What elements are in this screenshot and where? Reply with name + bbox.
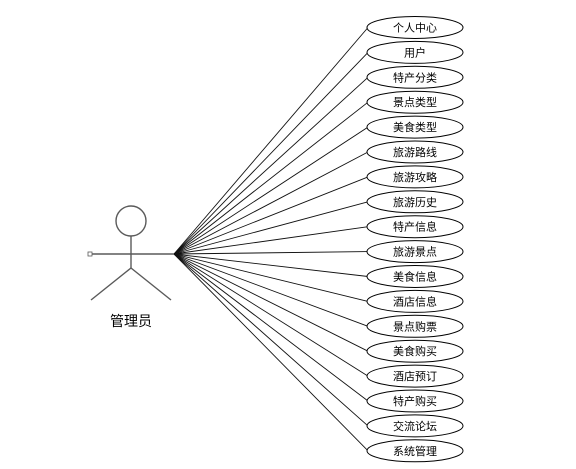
- use-case-ellipse: [366, 439, 464, 463]
- use-case-label: 旅游攻略: [393, 170, 437, 184]
- association-line: [173, 52, 369, 255]
- use-case-ellipse: [366, 364, 464, 388]
- association-line: [173, 176, 369, 255]
- use-case-label: 交流论坛: [393, 419, 437, 433]
- use-case-ellipse: [366, 215, 464, 239]
- association-line: [173, 253, 369, 302]
- association-line: [173, 201, 369, 255]
- use-case: 特产分类: [366, 65, 464, 89]
- use-case-label: 旅游历史: [393, 195, 437, 209]
- actor-admin: 管理员: [87, 205, 174, 330]
- association-line: [173, 253, 369, 402]
- association-line: [173, 253, 369, 452]
- use-case: 景点类型: [366, 90, 464, 114]
- use-case: 旅游路线: [366, 140, 464, 164]
- use-case-ellipse: [366, 40, 464, 64]
- use-case: 个人中心: [366, 16, 464, 39]
- use-case-label: 美食类型: [393, 120, 437, 134]
- association-line: [173, 76, 369, 255]
- use-case-ellipse: [366, 115, 464, 139]
- use-case-label: 酒店预订: [393, 369, 437, 383]
- use-case-label: 酒店信息: [393, 294, 437, 308]
- use-case-label: 个人中心: [393, 22, 437, 35]
- actor-connector-handle: [87, 251, 93, 257]
- use-case-ellipse: [366, 240, 464, 264]
- use-case-ellipse: [366, 140, 464, 164]
- use-case-label: 旅游路线: [393, 145, 437, 159]
- use-case-label: 景点购票: [393, 319, 437, 333]
- use-cases: 个人中心用户特产分类景点类型美食类型旅游路线旅游攻略旅游历史特产信息旅游景点美食…: [366, 16, 464, 463]
- use-case: 酒店信息: [366, 289, 464, 313]
- use-case-label: 系统管理: [393, 444, 437, 458]
- use-case-label: 用户: [404, 45, 426, 59]
- association-line: [173, 226, 369, 255]
- use-case-ellipse: [366, 314, 464, 338]
- use-case-ellipse: [366, 339, 464, 363]
- use-case-ellipse: [366, 389, 464, 413]
- use-case-label: 景点类型: [393, 95, 437, 109]
- use-case: 美食信息: [366, 265, 464, 288]
- use-case: 交流论坛: [366, 414, 464, 438]
- use-case: 特产购买: [366, 389, 464, 413]
- use-case-ellipse: [366, 65, 464, 89]
- association-line: [173, 27, 369, 255]
- use-case-ellipse: [366, 289, 464, 313]
- use-case: 用户: [366, 40, 464, 64]
- use-case-label: 旅游景点: [393, 245, 437, 259]
- use-case-ellipse: [366, 190, 464, 214]
- association-line: [173, 253, 369, 352]
- use-case-label: 特产信息: [393, 220, 437, 234]
- use-case: 系统管理: [366, 439, 464, 463]
- use-case: 景点购票: [366, 314, 464, 338]
- use-case-label: 特产购买: [393, 394, 437, 408]
- use-case-label: 美食信息: [393, 270, 437, 284]
- association-line: [173, 253, 369, 427]
- use-case-ellipse: [366, 165, 464, 189]
- use-case: 旅游历史: [366, 190, 464, 214]
- use-case: 酒店预订: [366, 364, 464, 388]
- actor-label: 管理员: [110, 314, 152, 330]
- use-case-ellipse: [366, 90, 464, 114]
- use-case: 美食购买: [366, 339, 464, 363]
- use-case: 美食类型: [366, 115, 464, 139]
- use-case-label: 美食购买: [393, 344, 437, 358]
- association-line: [173, 253, 369, 377]
- association-line: [173, 151, 369, 255]
- use-case-ellipse: [366, 265, 464, 288]
- association-line: [173, 253, 369, 327]
- association-lines: [173, 27, 369, 452]
- association-line: [173, 253, 369, 277]
- use-case-ellipse: [366, 16, 464, 39]
- use-case-label: 特产分类: [393, 70, 437, 84]
- association-line: [173, 251, 369, 255]
- use-case: 旅游攻略: [366, 165, 464, 189]
- actor-head: [115, 205, 147, 237]
- actor-left-leg: [90, 267, 132, 301]
- association-line: [173, 126, 369, 255]
- use-case-ellipse: [366, 414, 464, 438]
- use-case: 特产信息: [366, 215, 464, 239]
- association-line: [173, 101, 369, 255]
- actor-right-leg: [130, 267, 172, 301]
- use-case: 旅游景点: [366, 240, 464, 264]
